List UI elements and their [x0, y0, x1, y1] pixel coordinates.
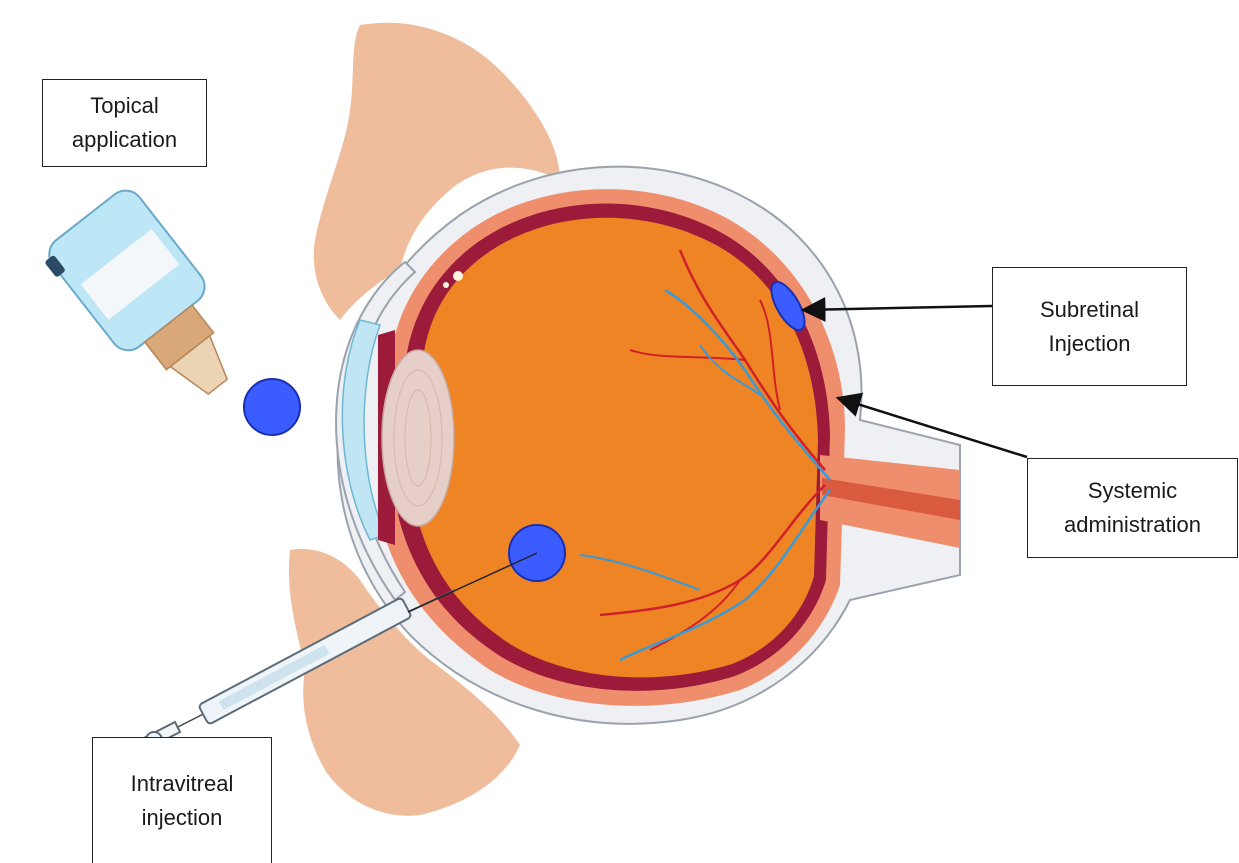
- eye-drop-bottle-icon: [38, 183, 261, 423]
- label-line: Injection: [1049, 327, 1131, 361]
- systemic-administration-label: Systemic administration: [1027, 458, 1238, 558]
- label-line: Topical: [90, 89, 158, 123]
- glint: [443, 282, 449, 288]
- label-line: Systemic: [1088, 474, 1177, 508]
- topical-drug-drop: [244, 379, 300, 435]
- topical-application-label: Topical application: [42, 79, 207, 167]
- vitreous-body: [416, 218, 818, 678]
- label-line: administration: [1064, 508, 1201, 542]
- label-line: Intravitreal: [131, 767, 234, 801]
- glint: [453, 271, 463, 281]
- label-line: injection: [142, 801, 223, 835]
- label-line: Subretinal: [1040, 293, 1139, 327]
- lens: [382, 350, 454, 526]
- intravitreal-injection-label: Intravitreal injection: [92, 737, 272, 863]
- subretinal-injection-label: Subretinal Injection: [992, 267, 1187, 386]
- label-line: application: [72, 123, 177, 157]
